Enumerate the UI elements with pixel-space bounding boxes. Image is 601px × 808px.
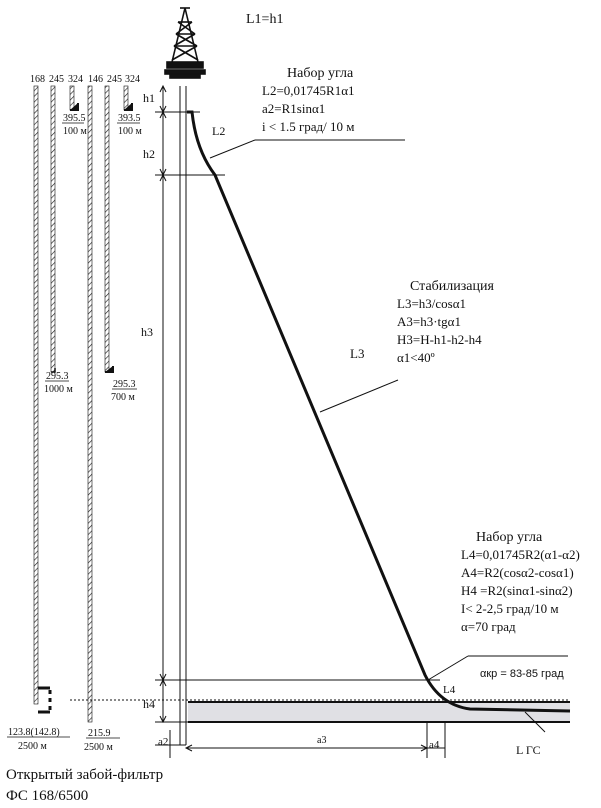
section3-line: α=70 град (461, 619, 516, 634)
section3-line: A4=R2(cosα2-cosα1) (461, 565, 574, 580)
build-section-2-formulas: Набор угла L4=0,01745R2(α1-α2) A4=R2(cos… (461, 530, 580, 634)
a3-label: a3 (317, 735, 326, 746)
h4-label: h4 (143, 697, 155, 711)
section2-line: A3=h3·tgα1 (397, 314, 461, 329)
section2-line: α1<40º (397, 350, 435, 365)
section3-line: L4=0,01745R2(α1-α2) (461, 547, 580, 562)
right-upper-depth: 100 м (118, 126, 143, 137)
a2-label: a2 (158, 736, 168, 748)
left-upper-shoe: 395.5 (63, 113, 86, 124)
casing-diameter-label: 245 (49, 74, 64, 85)
left-upper-depth: 100 м (63, 126, 88, 137)
h3-label: h3 (141, 325, 153, 339)
right-bottom-shoe: 215.9 (88, 728, 111, 739)
L4-label: L4 (443, 684, 456, 696)
section3-line: I< 2-2,5 град/10 м (461, 601, 559, 616)
right-casing-column (87, 85, 133, 723)
left-mid-depth: 1000 м (44, 384, 74, 395)
L3-label: L3 (350, 346, 364, 361)
a4-label: a4 (429, 739, 440, 751)
top-formula: L1=h1 (246, 12, 283, 27)
horizontal-section-band (188, 702, 570, 722)
leader-lines (209, 139, 568, 733)
right-upper-shoe: 393.5 (118, 113, 141, 124)
well-trajectory (187, 110, 571, 713)
casing-diameter-label: 324 (125, 74, 140, 85)
section3-line: H4 =R2(sinα1-sinα2) (461, 583, 573, 598)
casing-diameter-label: 168 (30, 74, 45, 85)
left-casing-column (33, 85, 79, 714)
caption-line-2: ФС 168/6500 (6, 788, 88, 804)
left-bottom-depth: 2500 м (18, 741, 48, 752)
caption-line-1: Открытый забой-фильтр (6, 767, 163, 783)
alpha-kr-label: αкр = 83-85 град (480, 668, 564, 680)
left-mid-shoe: 295.3 (46, 371, 69, 382)
LGS-label: L ГС (516, 743, 541, 757)
build-section-1-formulas: Набор угла L2=0,01745R1α1 a2=R1sinα1 i <… (262, 66, 355, 134)
left-bottom-shoe: 123.8(142.8) (8, 727, 60, 738)
vertical-dimension-lines (70, 84, 570, 745)
casing-diameter-label: 146 (88, 74, 103, 85)
casing-diameters: 168 245 324 146 245 324 (30, 74, 140, 85)
stabilization-section-formulas: Стабилизация L3=h3/cosα1 A3=h3·tgα1 H3=H… (397, 279, 494, 365)
drilling-rig-icon (164, 7, 206, 79)
section1-line: a2=R1sinα1 (262, 101, 325, 116)
L2-label: L2 (212, 124, 225, 138)
section2-title: Стабилизация (410, 279, 494, 294)
section1-title: Набор угла (287, 66, 354, 81)
section2-line: L3=h3/cosα1 (397, 296, 466, 311)
casing-diameter-label: 245 (107, 74, 122, 85)
horizontal-dimension-lines (155, 705, 446, 758)
right-bottom-depth: 2500 м (84, 742, 114, 753)
section1-line: i < 1.5 град/ 10 м (262, 119, 355, 134)
section1-line: L2=0,01745R1α1 (262, 83, 355, 98)
right-mid-shoe: 295.3 (113, 379, 136, 390)
section3-title: Набор угла (476, 530, 543, 545)
h1-label: h1 (143, 91, 155, 105)
h2-label: h2 (143, 147, 155, 161)
casing-diameter-label: 324 (68, 74, 83, 85)
section2-line: H3=H-h1-h2-h4 (397, 332, 482, 347)
right-mid-depth: 700 м (111, 392, 136, 403)
